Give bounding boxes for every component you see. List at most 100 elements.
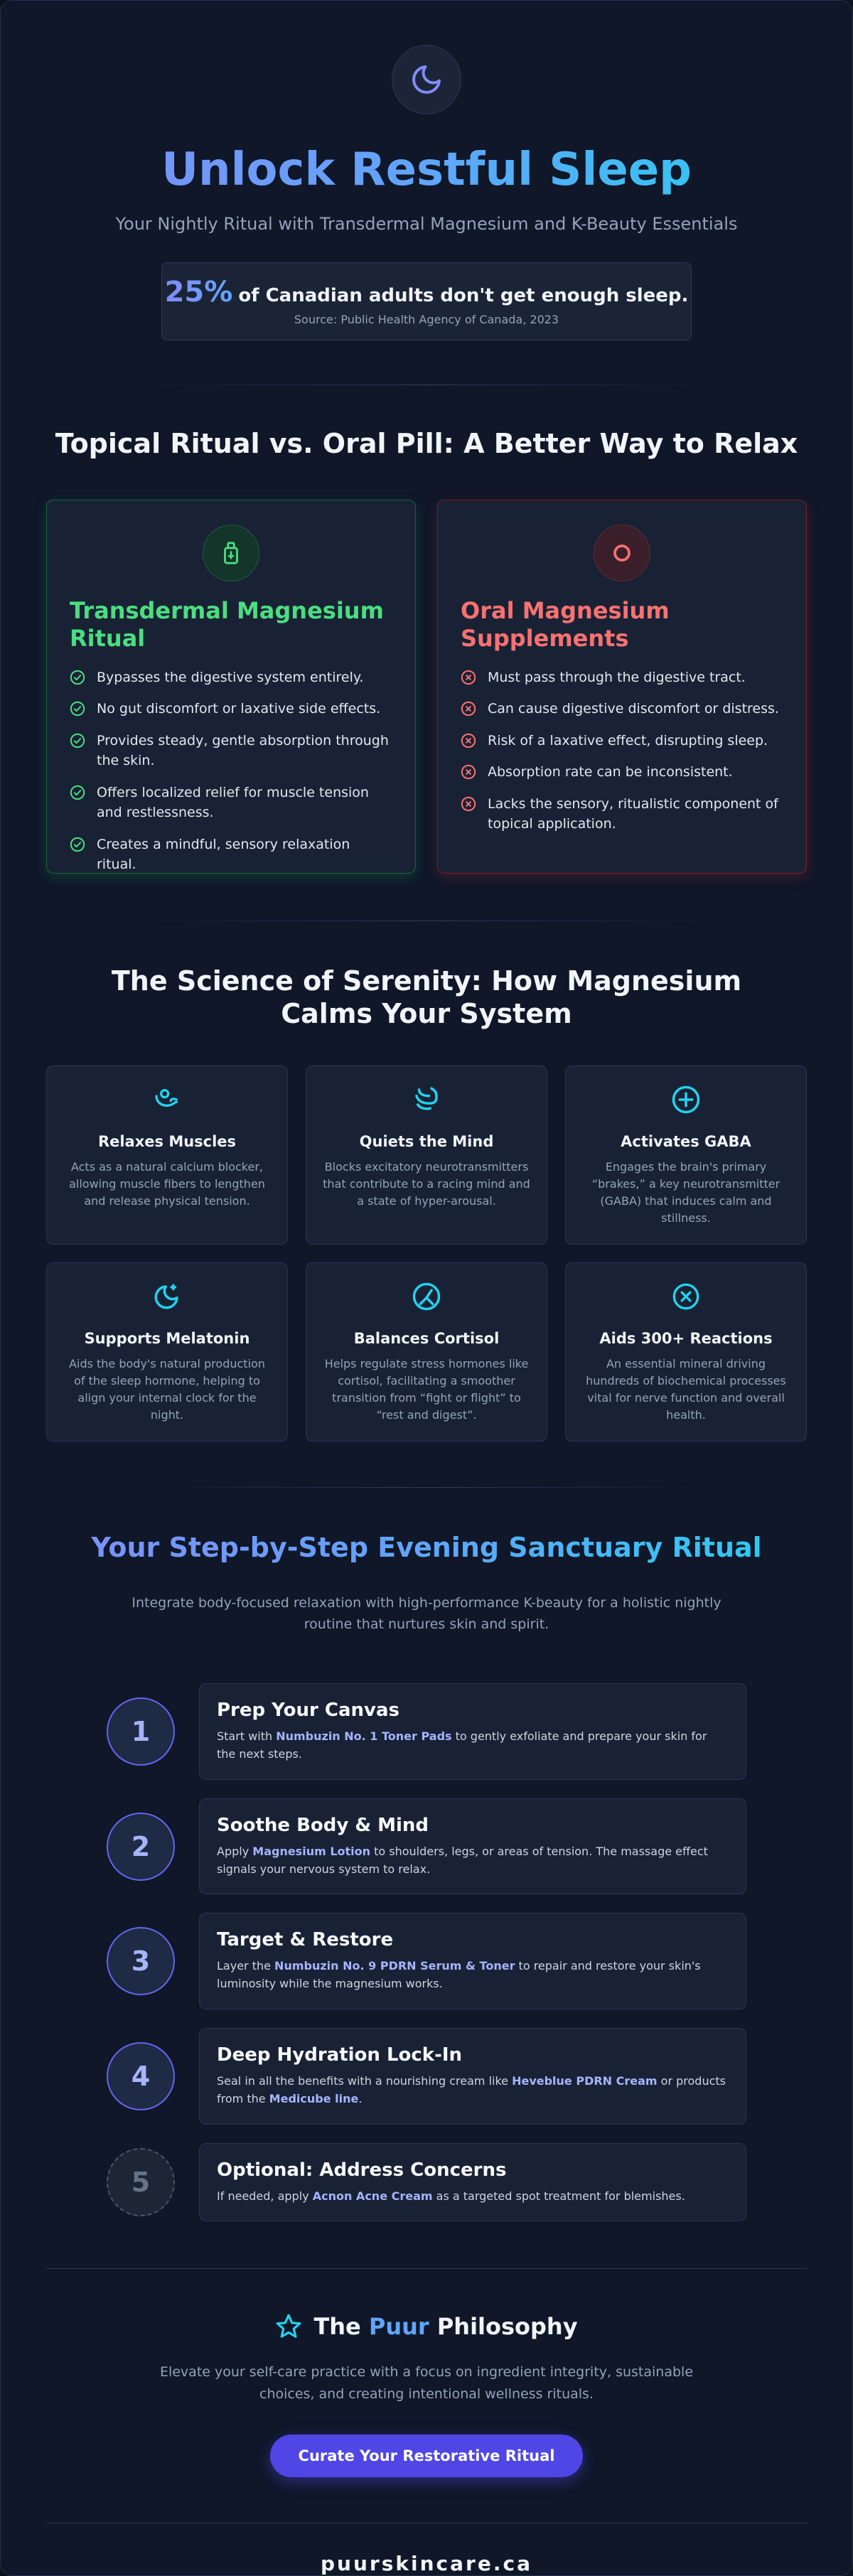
science-card-desc: Blocks excitatory neurotransmitters that… — [323, 1160, 530, 1208]
stat-line: 25%of Canadian adults don't get enough s… — [165, 276, 689, 308]
stat-percentage: 25% — [164, 276, 233, 309]
atom-icon — [672, 1284, 699, 1310]
product-highlight: Acnon Acne Cream — [312, 2189, 433, 2203]
oral-list: Must pass through the digestive tract. C… — [461, 667, 783, 834]
step-number: 1 — [107, 1697, 175, 1766]
star-icon — [277, 2314, 301, 2339]
moon-badge — [392, 45, 461, 114]
ritual-section: Your Step-by-Step Evening Sanctuary Ritu… — [1, 1488, 852, 2222]
step-text: Start with Numbuzin No. 1 Toner Pads to … — [217, 1729, 707, 1761]
step-card: Target & Restore Layer the Numbuzin No. … — [199, 1913, 746, 2010]
ritual-steps: 1 Prep Your Canvas Start with Numbuzin N… — [107, 1683, 746, 2222]
science-card-mind: Quiets the Mind Blocks excitatory neurot… — [306, 1066, 547, 1245]
hero-subtitle: Your Nightly Ritual with Transdermal Mag… — [115, 213, 738, 234]
step-number-optional: 5 — [107, 2148, 175, 2217]
science-card-gaba: Activates GABA Engages the brain's prima… — [565, 1066, 807, 1245]
check-circle-icon — [70, 733, 85, 748]
science-card-muscles: Relaxes Muscles Acts as a natural calciu… — [46, 1066, 288, 1245]
step-title: Prep Your Canvas — [217, 1700, 399, 1722]
step-number: 4 — [107, 2041, 175, 2110]
science-card-title: Relaxes Muscles — [97, 1133, 237, 1151]
x-circle-icon — [461, 733, 476, 748]
list-item: Bypasses the digestive system entirely. — [70, 667, 392, 688]
hero-title: Unlock Restful Sleep — [1, 144, 852, 197]
x-circle-icon — [461, 765, 476, 780]
science-card-desc: Acts as a natural calcium blocker, allow… — [69, 1160, 265, 1208]
transdermal-title: Transdermal Magnesium Ritual — [70, 597, 384, 652]
science-card-title: Activates GABA — [621, 1133, 751, 1151]
philosophy-section: The Puur Philosophy Elevate your self-ca… — [1, 2269, 852, 2478]
science-card-cortisol: Balances Cortisol Helps regulate stress … — [306, 1262, 547, 1442]
stat-source: Source: Public Health Agency of Canada, … — [294, 313, 559, 327]
science-card-melatonin: Supports Melatonin Aids the body's natur… — [46, 1262, 288, 1442]
stat-text: of Canadian adults don't get enough slee… — [238, 285, 689, 307]
step-number: 2 — [107, 1812, 175, 1881]
step-title: Soothe Body & Mind — [217, 1814, 429, 1836]
curate-ritual-button[interactable]: Curate Your Restorative Ritual — [270, 2435, 583, 2478]
sleep-stat-box: 25%of Canadian adults don't get enough s… — [161, 262, 692, 340]
step-text: Seal in all the benefits with a nourishi… — [217, 2074, 726, 2105]
ritual-step-1: 1 Prep Your Canvas Start with Numbuzin N… — [107, 1683, 746, 1780]
compare-section: Topical Ritual vs. Oral Pill: A Better W… — [1, 385, 852, 874]
check-circle-icon — [70, 837, 85, 852]
pill-icon — [613, 544, 631, 562]
list-item: Risk of a laxative effect, disrupting sl… — [461, 731, 783, 751]
x-circle-icon — [461, 796, 476, 812]
ritual-step-4: 4 Deep Hydration Lock-In Seal in all the… — [107, 2028, 746, 2125]
science-card-title: Balances Cortisol — [353, 1330, 500, 1348]
step-card: Optional: Address Concerns If needed, ap… — [199, 2142, 746, 2222]
science-card-desc: Aids the body's natural production of th… — [69, 1357, 265, 1422]
ritual-title: Your Step-by-Step Evening Sanctuary Ritu… — [1, 1532, 852, 1563]
transdermal-card: Transdermal Magnesium Ritual Bypasses th… — [46, 500, 416, 874]
philosophy-subtitle: Elevate your self-care practice with a f… — [159, 2364, 694, 2402]
science-card-reactions: Aids 300+ Reactions An essential mineral… — [565, 1262, 807, 1442]
step-number: 3 — [107, 1927, 175, 1996]
product-highlight: Magnesium Lotion — [252, 1844, 371, 1858]
moon-star-icon — [154, 1284, 178, 1309]
product-highlight: Numbuzin No. 9 PDRN Serum & Toner — [274, 1959, 515, 1973]
hero-section: Unlock Restful Sleep Your Nightly Ritual… — [1, 1, 852, 340]
science-card-desc: An essential mineral driving hundreds of… — [586, 1357, 786, 1422]
step-text: Apply Magnesium Lotion to shoulders, leg… — [217, 1844, 708, 1876]
lotion-badge — [203, 525, 259, 582]
compare-cards: Transdermal Magnesium Ritual Bypasses th… — [46, 500, 807, 874]
list-item: No gut discomfort or laxative side effec… — [70, 699, 392, 719]
list-item: Absorption rate can be inconsistent. — [461, 762, 783, 783]
ritual-step-5: 5 Optional: Address Concerns If needed, … — [107, 2142, 746, 2222]
step-title: Target & Restore — [217, 1929, 394, 1951]
step-text: If needed, apply Acnon Acne Cream as a t… — [217, 2189, 685, 2203]
pill-badge — [594, 525, 650, 582]
brand-link[interactable]: puurskincare.ca — [321, 2552, 532, 2576]
science-section: The Science of Serenity: How Magnesium C… — [1, 921, 852, 1442]
science-title: The Science of Serenity: How Magnesium C… — [111, 965, 742, 1029]
section-divider — [142, 1487, 711, 1488]
footer-divider — [46, 2268, 807, 2270]
science-card-title: Aids 300+ Reactions — [599, 1330, 773, 1348]
ritual-step-2: 2 Soothe Body & Mind Apply Magnesium Lot… — [107, 1798, 746, 1895]
x-circle-icon — [461, 702, 476, 717]
step-card: Soothe Body & Mind Apply Magnesium Lotio… — [199, 1798, 746, 1895]
lotion-bottle-icon — [224, 542, 238, 564]
list-item: Lacks the sensory, ritualistic component… — [461, 794, 783, 834]
moon-icon — [412, 65, 441, 94]
list-item: Must pass through the digestive tract. — [461, 667, 783, 688]
brain-icon — [415, 1087, 438, 1111]
step-title: Deep Hydration Lock-In — [217, 2044, 463, 2066]
check-circle-icon — [70, 670, 85, 685]
science-card-desc: Helps regulate stress hormones like cort… — [324, 1357, 529, 1422]
gauge-icon — [412, 1283, 441, 1311]
check-circle-icon — [70, 702, 85, 717]
step-card: Prep Your Canvas Start with Numbuzin No.… — [199, 1683, 746, 1780]
transdermal-list: Bypasses the digestive system entirely. … — [70, 667, 392, 875]
list-item: Can cause digestive discomfort or distre… — [461, 699, 783, 719]
compare-title: Topical Ritual vs. Oral Pill: A Better W… — [55, 427, 798, 459]
product-highlight: Numbuzin No. 1 Toner Pads — [276, 1729, 452, 1744]
plus-circle-icon — [672, 1086, 700, 1114]
oral-title: Oral Magnesium Supplements — [461, 597, 670, 652]
science-grid: Relaxes Muscles Acts as a natural calciu… — [46, 1066, 807, 1442]
philosophy-title: The Puur Philosophy — [1, 2313, 852, 2340]
science-card-title: Quiets the Mind — [359, 1133, 494, 1151]
check-circle-icon — [70, 785, 85, 800]
ritual-subtitle: Integrate body-focused relaxation with h… — [132, 1595, 721, 1632]
